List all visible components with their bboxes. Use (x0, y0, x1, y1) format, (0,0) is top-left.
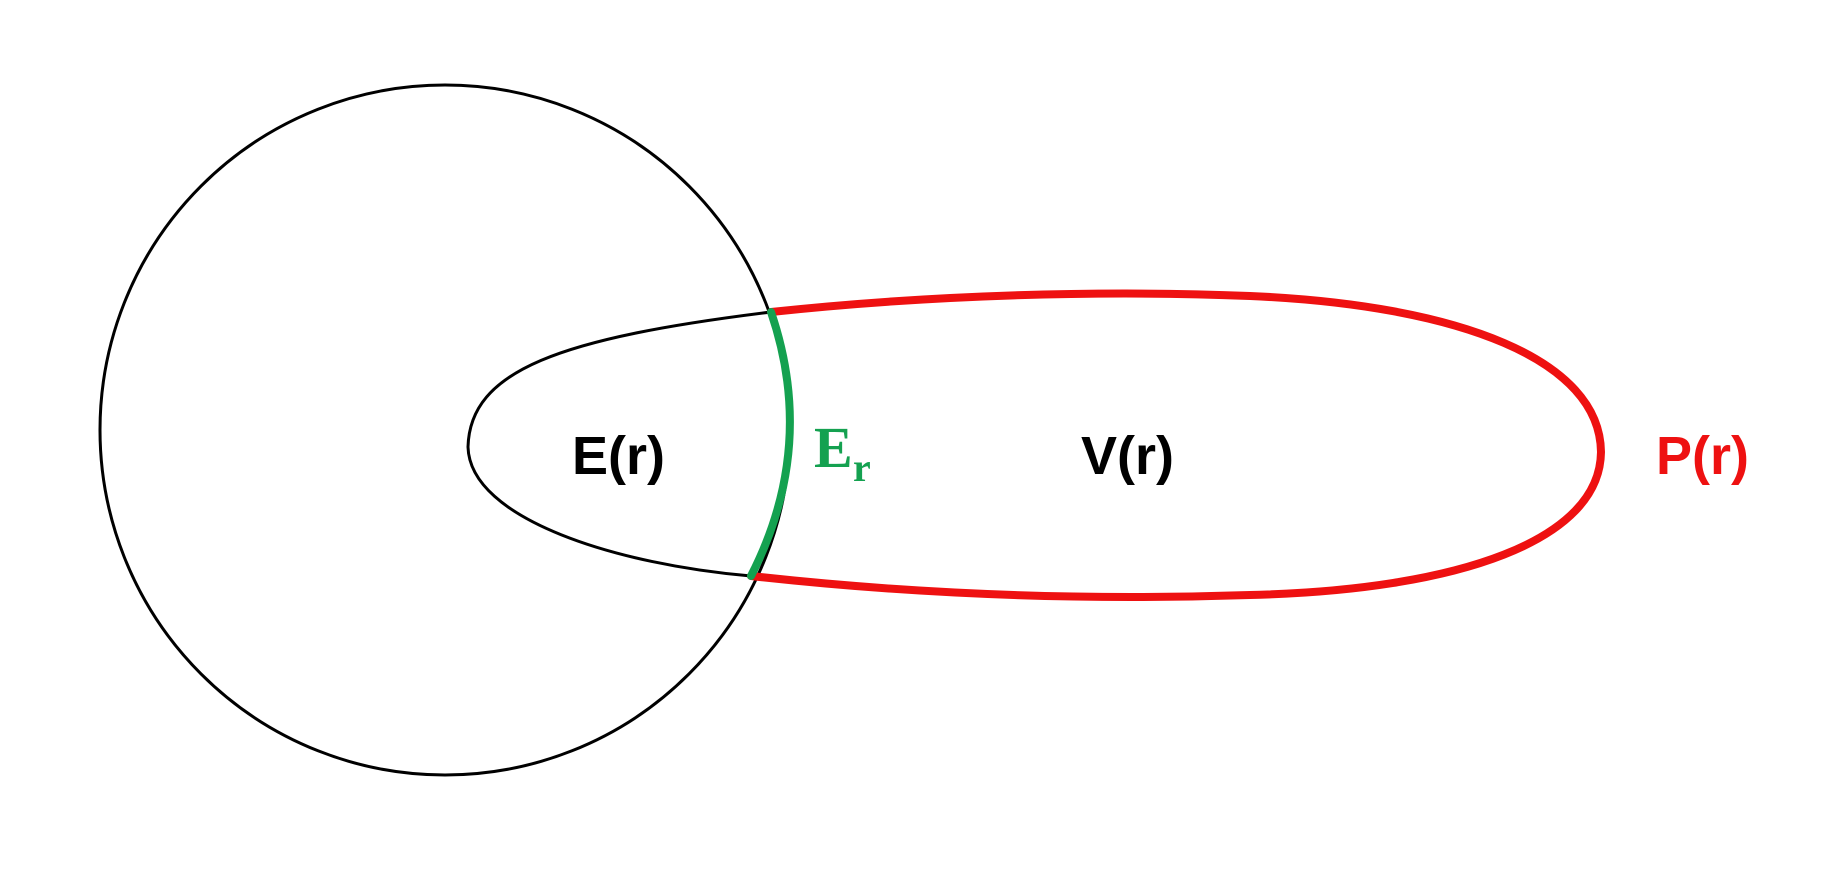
label-region-e: E(r) (572, 426, 665, 486)
boundary-er-arc (747, 308, 794, 580)
boundary-p-curve (747, 289, 1606, 601)
label-boundary-er-base: E (814, 415, 853, 480)
label-boundary-er-subscript: r (853, 445, 871, 490)
label-boundary-er: E r (814, 415, 871, 490)
label-boundary-p: P(r) (1656, 426, 1749, 486)
label-region-v: V(r) (1081, 426, 1174, 486)
ellipse-inner-arc (466, 310, 772, 578)
